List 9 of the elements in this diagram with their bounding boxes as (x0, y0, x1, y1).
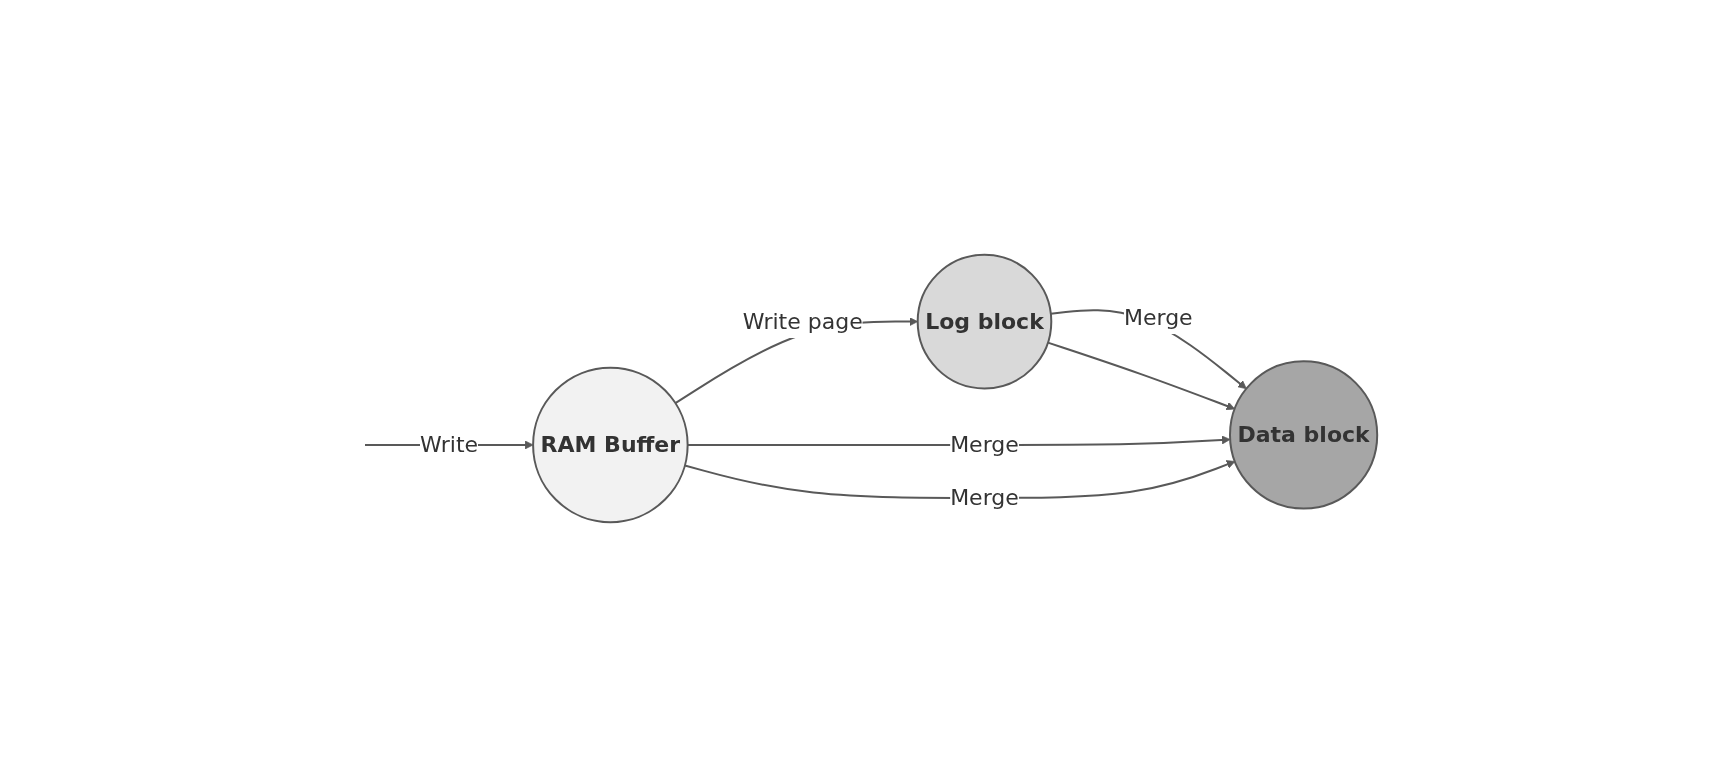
node-circle: RAM Buffer (532, 366, 689, 524)
edge-label: Merge (950, 432, 1019, 458)
arrow (1046, 341, 1236, 411)
edge-label: Write (419, 432, 478, 458)
edge-label: Write page (742, 309, 863, 335)
node-circle: Log block (916, 253, 1053, 390)
node-circle: Data block (1228, 360, 1379, 510)
edge-label: Merge (950, 485, 1019, 511)
edge-label: Merge (1123, 305, 1193, 331)
